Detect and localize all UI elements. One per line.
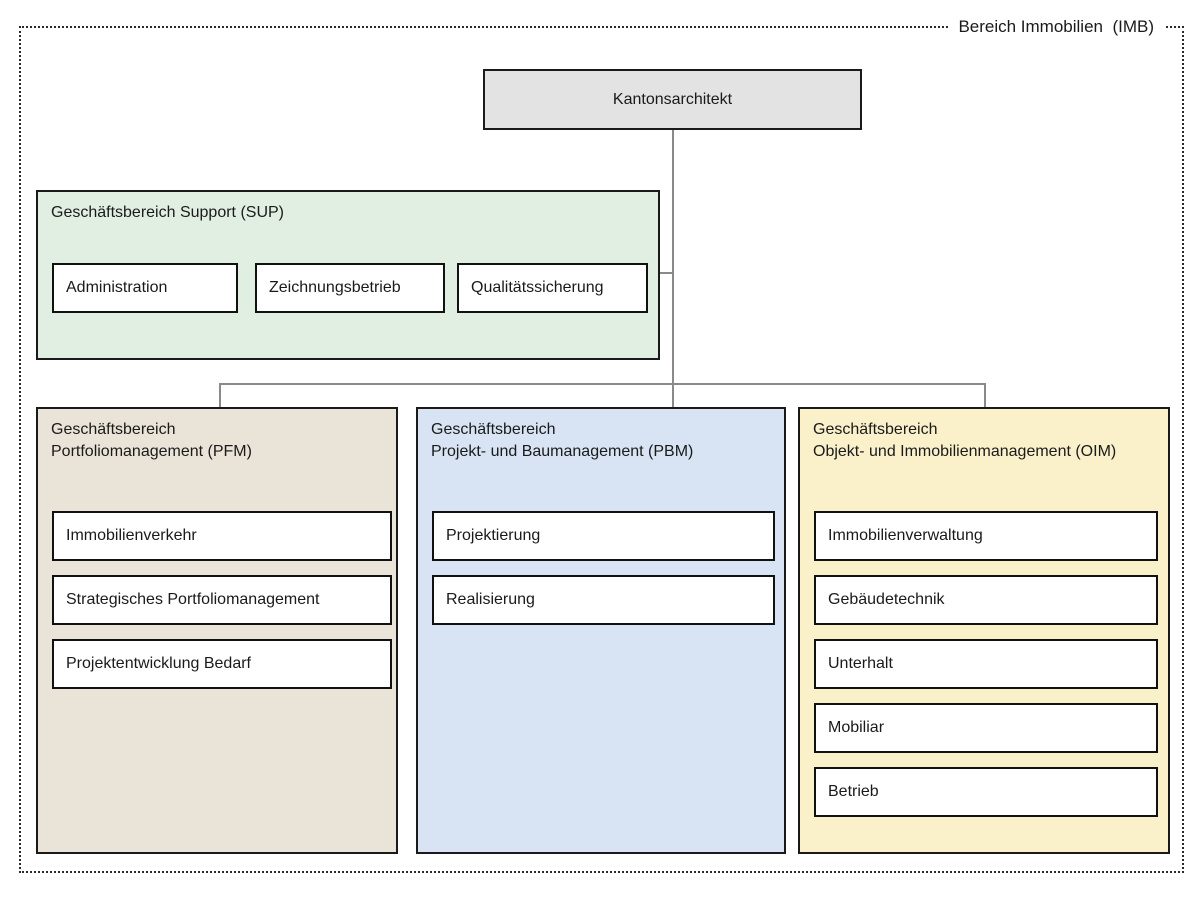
item-label: Gebäudetechnik xyxy=(828,591,945,608)
item-label: Realisierung xyxy=(446,591,535,608)
pfm-item-strategisches-portfoliomanagement: Strategisches Portfoliomanagement xyxy=(52,575,392,625)
title-line-2: Objekt- und Immobilienmanagement (OIM) xyxy=(813,443,1117,460)
group-support: Geschäftsbereich Support (SUP) Administr… xyxy=(36,190,660,360)
item-label: Strategisches Portfoliomanagement xyxy=(66,591,320,608)
group-pfm: Geschäftsbereich Portfoliomanagement (PF… xyxy=(36,407,398,854)
title-line-2: Projekt- und Baumanagement (PBM) xyxy=(431,443,694,460)
title-line-2: Portfoliomanagement (PFM) xyxy=(51,443,252,460)
item-label: Projektentwicklung Bedarf xyxy=(66,655,251,672)
oim-item-unterhalt: Unterhalt xyxy=(814,639,1158,689)
title-line-1: Geschäftsbereich xyxy=(51,421,176,438)
root-label: Kantonsarchitekt xyxy=(612,90,733,108)
oim-item-betrieb: Betrieb xyxy=(814,767,1158,817)
support-item-zeichnungsbetrieb: Zeichnungsbetrieb xyxy=(255,263,445,313)
support-item-administration: Administration xyxy=(52,263,238,313)
connector-horizontal xyxy=(219,383,986,385)
group-oim: Geschäftsbereich Objekt- und Immobilienm… xyxy=(798,407,1170,854)
boundary-label: Bereich Immobilien (IMB) xyxy=(948,15,1164,38)
title-line-1: Geschäftsbereich xyxy=(431,421,556,438)
oim-item-mobiliar: Mobiliar xyxy=(814,703,1158,753)
item-label: Betrieb xyxy=(828,783,879,800)
group-pfm-title: Geschäftsbereich Portfoliomanagement (PF… xyxy=(51,419,252,463)
oim-item-immobilienverwaltung: Immobilienverwaltung xyxy=(814,511,1158,561)
group-oim-title: Geschäftsbereich Objekt- und Immobilienm… xyxy=(813,419,1116,463)
connector-drop-oim xyxy=(984,383,986,407)
outer-boundary xyxy=(19,26,1184,873)
support-item-qualitaetssicherung: Qualitätssicherung xyxy=(457,263,648,313)
item-label: Qualitätssicherung xyxy=(471,279,604,296)
connector-root-vertical xyxy=(672,130,674,407)
group-support-title: Geschäftsbereich Support (SUP) xyxy=(51,204,284,221)
oim-item-gebaeudetechnik: Gebäudetechnik xyxy=(814,575,1158,625)
root-box: Kantonsarchitekt xyxy=(483,69,862,130)
title-line-1: Geschäftsbereich xyxy=(813,421,938,438)
pfm-item-projektentwicklung-bedarf: Projektentwicklung Bedarf xyxy=(52,639,392,689)
pfm-item-immobilienverkehr: Immobilienverkehr xyxy=(52,511,392,561)
item-label: Mobiliar xyxy=(828,719,885,736)
item-label: Administration xyxy=(66,279,168,296)
pbm-item-projektierung: Projektierung xyxy=(432,511,775,561)
group-pbm: Geschäftsbereich Projekt- und Baumanagem… xyxy=(416,407,786,854)
connector-drop-pfm xyxy=(219,383,221,407)
group-pbm-title: Geschäftsbereich Projekt- und Baumanagem… xyxy=(431,419,693,463)
item-label: Zeichnungsbetrieb xyxy=(269,279,401,296)
item-label: Immobilienverwaltung xyxy=(828,527,983,544)
item-label: Immobilienverkehr xyxy=(66,527,197,544)
item-label: Projektierung xyxy=(446,527,541,544)
connector-support-branch xyxy=(660,272,674,274)
pbm-item-realisierung: Realisierung xyxy=(432,575,775,625)
item-label: Unterhalt xyxy=(828,655,893,672)
